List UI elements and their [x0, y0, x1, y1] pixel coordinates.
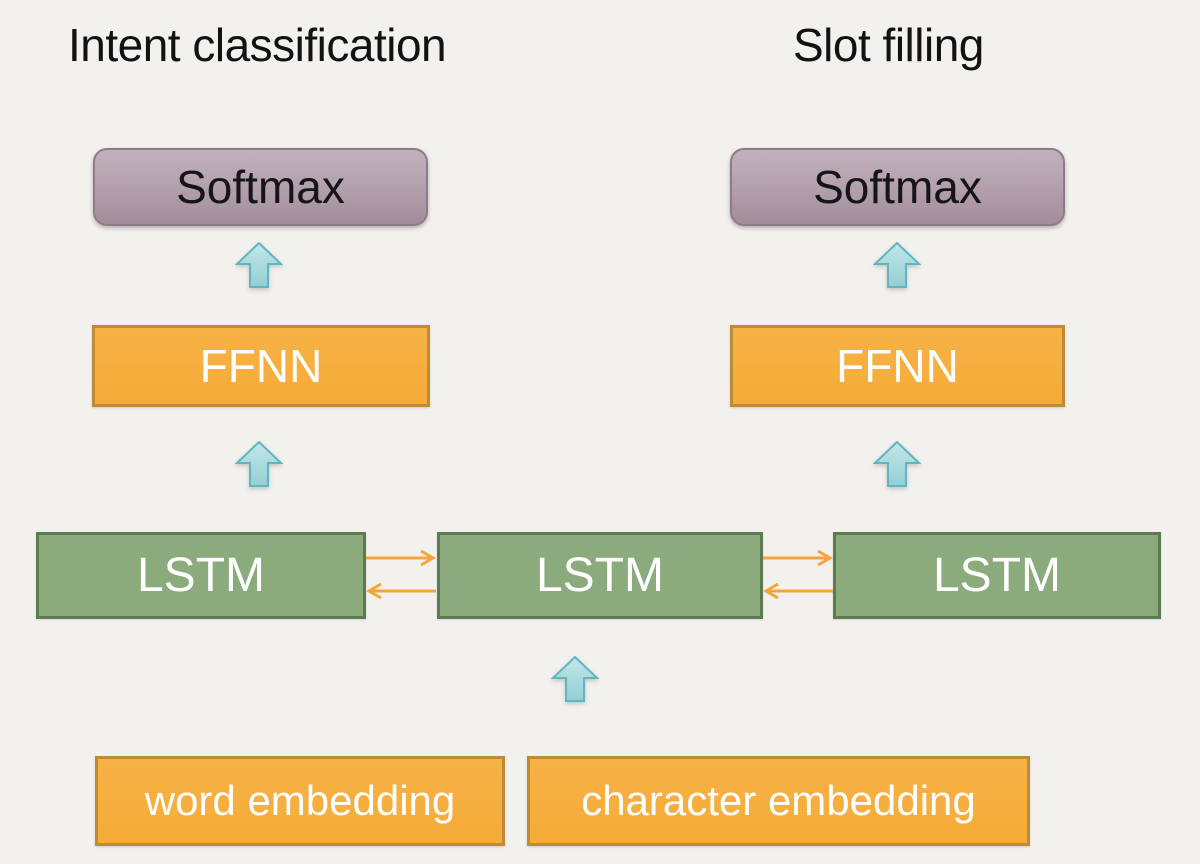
backward-arrow-icon: [763, 582, 833, 600]
lstm-2-label: LSTM: [535, 549, 664, 602]
forward-arrow-icon: [763, 549, 833, 567]
character-embedding-label: character embedding: [581, 777, 976, 824]
forward-arrow-icon: [366, 549, 436, 567]
up-arrow-icon: [235, 441, 283, 487]
backward-arrow-icon: [366, 582, 436, 600]
up-arrow-icon: [551, 656, 599, 702]
intent-classification-title: Intent classification: [68, 19, 447, 71]
up-arrow-icon: [235, 242, 283, 288]
softmax-right-node: Softmax: [730, 148, 1065, 226]
lstm-3-label: LSTM: [932, 549, 1061, 602]
ffnn-left-node: FFNN: [92, 325, 430, 407]
word-embedding-node: word embedding: [95, 756, 505, 846]
lstm-3-node: LSTM: [833, 532, 1161, 619]
word-embedding-label: word embedding: [144, 777, 456, 824]
up-arrow-icon: [873, 242, 921, 288]
softmax-right-label: Softmax: [813, 161, 982, 213]
slot-filling-title: Slot filling: [793, 19, 984, 71]
character-embedding-node: character embedding: [527, 756, 1030, 846]
lstm-1-label: LSTM: [136, 549, 265, 602]
softmax-left-label: Softmax: [176, 161, 345, 213]
ffnn-right-label: FFNN: [836, 340, 959, 392]
lstm-2-node: LSTM: [437, 532, 763, 619]
ffnn-right-node: FFNN: [730, 325, 1065, 407]
up-arrow-icon: [873, 441, 921, 487]
ffnn-left-label: FFNN: [199, 340, 323, 392]
lstm-1-node: LSTM: [36, 532, 366, 619]
softmax-left-node: Softmax: [93, 148, 428, 226]
